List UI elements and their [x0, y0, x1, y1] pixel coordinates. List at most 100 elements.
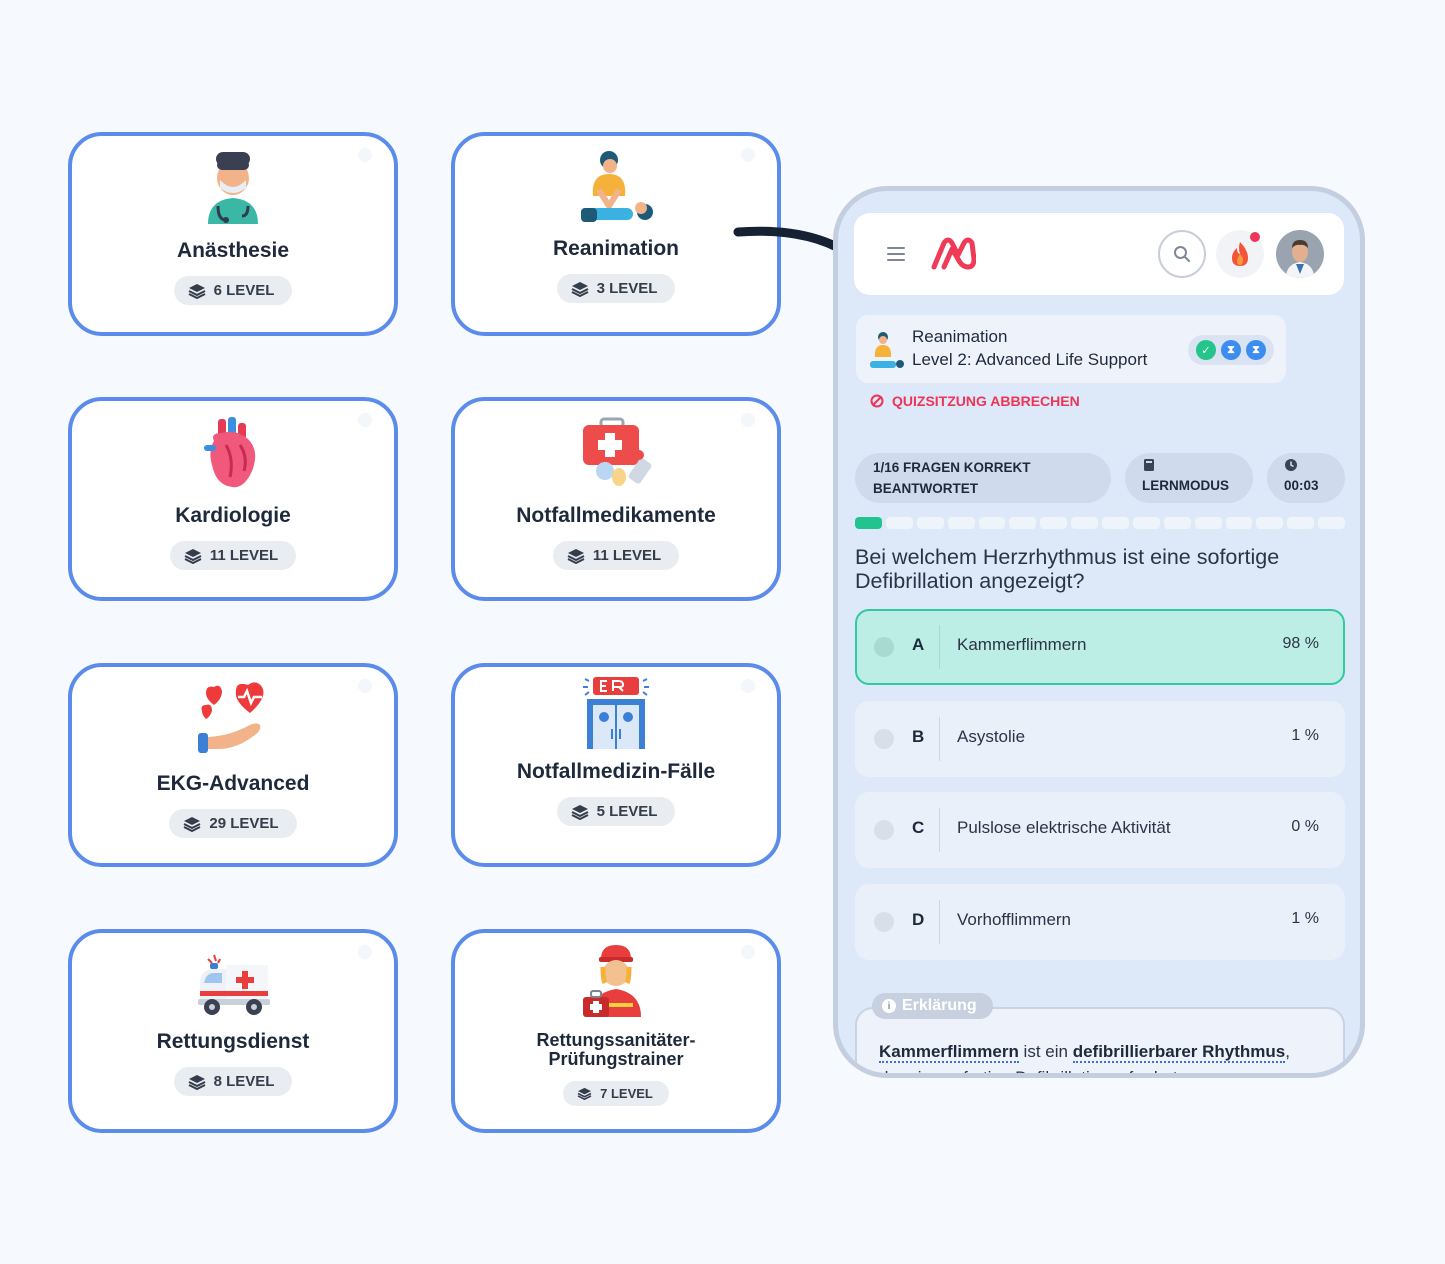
cancel-quiz-button[interactable]: QUIZSITZUNG ABBRECHEN [870, 393, 1080, 409]
layers-icon [571, 281, 589, 297]
notification-dot [1250, 232, 1260, 242]
card-corner-dot [358, 148, 372, 162]
answer-radio[interactable] [874, 820, 894, 840]
level-count: 29 LEVEL [209, 815, 279, 833]
app-logo-icon[interactable] [930, 237, 976, 271]
question-text: Bei welchem Herzrhythmus ist eine sofort… [855, 545, 1280, 593]
progress-segment [1287, 517, 1315, 529]
course-title: Reanimation [552, 237, 680, 260]
level-badge: 29 LEVEL [169, 809, 297, 839]
answer-radio[interactable] [874, 912, 894, 932]
glossary-term[interactable]: defibrillierbarer Rhythmus [1072, 1042, 1286, 1063]
first-aid-kit-icon [583, 417, 652, 486]
answer-radio[interactable] [874, 729, 894, 749]
course-title: Notfallmedizin-Fälle [516, 760, 716, 783]
progress-segment [1256, 517, 1284, 529]
explanation-fragment: ist ein [1018, 1042, 1073, 1061]
course-card-notfallmedizin-faelle[interactable]: Notfallmedizin-Fälle 5 LEVEL [451, 663, 781, 867]
course-title: Kardiologie [175, 504, 291, 527]
lesson-title: Reanimation [912, 327, 1008, 346]
progress-segment [1318, 517, 1345, 529]
level-badge: 11 LEVEL [552, 541, 680, 571]
info-icon: i [882, 999, 896, 1013]
progress-segment [1071, 517, 1098, 529]
hand-hearts-icon [198, 682, 264, 753]
level-badge: 3 LEVEL [556, 274, 676, 304]
course-card-kardiologie[interactable]: Kardiologie 11 LEVEL [68, 397, 398, 601]
hourglass-icon: ⧗ [1221, 340, 1241, 360]
card-corner-dot [358, 945, 372, 959]
course-card-reanimation[interactable]: Reanimation 3 LEVEL [451, 132, 781, 336]
stat-correct-line1: 1/16 FRAGEN KORREKT [873, 460, 1031, 475]
answer-letter: A [912, 635, 925, 654]
answer-letter: B [912, 727, 925, 746]
course-card-notfallmedikamente[interactable]: Notfallmedikamente 11 LEVEL [451, 397, 781, 601]
cpr-icon [581, 151, 653, 222]
current-lesson-card[interactable]: Reanimation Level 2: Advanced Life Suppo… [856, 315, 1286, 383]
progress-segment [978, 517, 1006, 529]
cpr-icon [870, 332, 904, 368]
answer-divider [939, 625, 940, 669]
progress-segment [1009, 517, 1037, 529]
stat-correct-line2: BEANTWORTET [873, 481, 978, 496]
course-card-rettungsdienst[interactable]: Rettungsdienst 8 LEVEL [68, 929, 398, 1133]
answer-option-a[interactable]: A Kammerflimmern 98 % [855, 609, 1345, 685]
layers-icon [188, 1074, 206, 1090]
course-title-line1: Rettungssanitäter- [536, 1030, 696, 1050]
stat-timer: 00:03 [1267, 453, 1345, 503]
card-corner-dot [358, 679, 372, 693]
progress-segment [1102, 517, 1129, 529]
answer-text: Vorhofflimmern [957, 910, 1072, 929]
answer-option-b[interactable]: B Asystolie 1 % [855, 701, 1345, 777]
course-title-line2: Prüfungstrainer [548, 1048, 684, 1069]
search-button[interactable] [1158, 230, 1206, 278]
layers-icon [184, 548, 202, 564]
ambulance-icon [198, 954, 270, 1015]
explanation-text: Kammerflimmern ist ein defibrillierbarer… [879, 1039, 1329, 1073]
quiz-progress-bar [855, 517, 1345, 529]
answer-radio[interactable] [874, 637, 894, 657]
level-count: 7 LEVEL [600, 1085, 653, 1101]
card-corner-dot [741, 679, 755, 693]
user-avatar[interactable] [1276, 230, 1324, 278]
mode-label: LERNMODUS [1142, 478, 1229, 493]
answer-letter: C [912, 818, 925, 837]
app-header [854, 213, 1344, 295]
card-corner-dot [358, 413, 372, 427]
glossary-term[interactable]: Kammerflimmern [879, 1042, 1019, 1063]
answer-divider [939, 717, 940, 761]
answer-option-d[interactable]: D Vorhofflimmern 1 % [855, 884, 1345, 960]
clock-icon [1285, 459, 1297, 471]
check-icon: ✓ [1196, 340, 1216, 360]
level-count: 11 LEVEL [209, 547, 279, 565]
level-badge: 8 LEVEL [173, 1067, 293, 1097]
answer-percent: 0 % [1291, 818, 1319, 835]
level-badge: 5 LEVEL [556, 797, 676, 827]
level-count: 6 LEVEL [213, 282, 275, 300]
explanation-tag-label: Erklärung [902, 997, 977, 1014]
course-card-anaesthesie[interactable]: Anästhesie 6 LEVEL [68, 132, 398, 336]
progress-segment [885, 517, 913, 529]
card-corner-dot [741, 413, 755, 427]
course-title: Anästhesie [176, 239, 290, 262]
answer-text: Asystolie [957, 727, 1026, 746]
course-card-rettungssanitaeter-pruefungstrainer[interactable]: Rettungssanitäter- Prüfungstrainer 7 LEV… [451, 929, 781, 1133]
progress-segment [1194, 517, 1222, 529]
hamburger-menu-icon[interactable] [886, 245, 906, 263]
anesthesiologist-icon [208, 152, 258, 224]
streak-button[interactable] [1216, 230, 1264, 278]
cancel-icon [870, 394, 884, 408]
course-card-ekg-advanced[interactable]: EKG-Advanced 29 LEVEL [68, 663, 398, 867]
explanation-fragment: , [1285, 1042, 1290, 1061]
progress-segment [1040, 517, 1068, 529]
timer-value: 00:03 [1284, 478, 1319, 493]
answer-divider [939, 900, 940, 944]
answer-option-c[interactable]: C Pulslose elektrische Aktivität 0 % [855, 792, 1345, 868]
avatar-icon [1276, 230, 1324, 278]
hourglass-icon: ⧗ [1246, 340, 1266, 360]
level-badge: 6 LEVEL [173, 276, 293, 306]
progress-segment [916, 517, 944, 529]
course-title: EKG-Advanced [156, 772, 310, 795]
heart-icon [204, 417, 256, 488]
answer-divider [939, 808, 940, 852]
